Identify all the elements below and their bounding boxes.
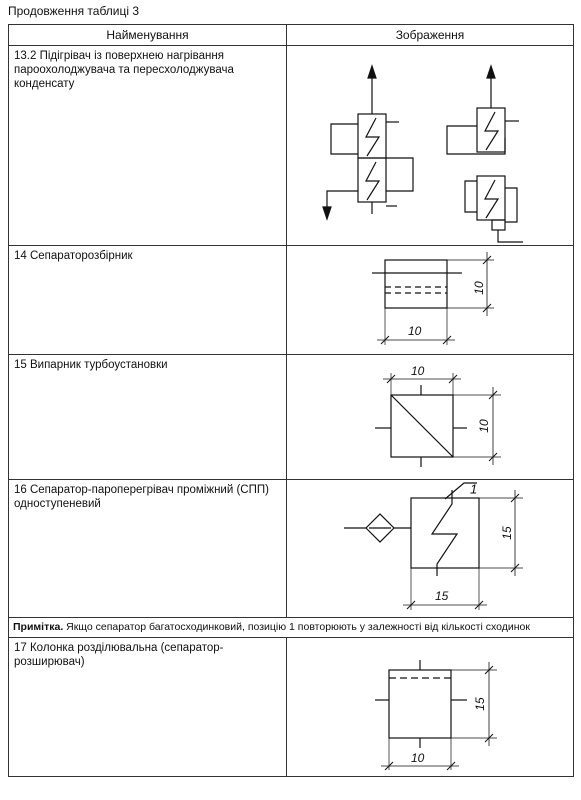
note-label: Примітка. [13,621,64,633]
evaporator-diagram: 10 10 [375,364,501,467]
row-image-cell: 10 15 [286,637,574,777]
separator-superheater-diagram: 1 15 15 [344,482,523,610]
symbols-table: Найменування Зображення 13.2 Підігрівач … [8,24,574,777]
header-name: Найменування [8,24,287,46]
callout-label: 1 [470,482,477,497]
row-name: 17 Колонка розділювальна (сепаратор-розш… [14,642,224,668]
row-name-cell: 15 Випарник турбоустановки [8,354,287,480]
header-image: Зображення [286,24,574,46]
separator-collector-diagram: 10 10 [372,252,494,345]
dim-width-label: 10 [408,324,422,338]
row-name: 15 Випарник турбоустановки [14,359,168,371]
table-row-note: Примітка. Якщо сепаратор багатосходинков… [8,617,574,638]
row-name-cell: 14 Сепараторозбірник [8,245,287,355]
table-caption: Продовження таблиці 3 [8,4,140,18]
dim-width-label: 10 [411,364,425,378]
table-row: 14 Сепараторозбірник [8,245,574,355]
heater-two-stage-diagram [322,64,523,243]
dim-height-label: 15 [500,526,514,540]
dim-width-label: 10 [411,751,425,765]
separating-column-diagram: 10 15 [375,660,497,771]
table-row: 15 Випарник турбоустановки [8,354,574,480]
table-row: 17 Колонка розділювальна (сепаратор-розш… [8,637,574,777]
row-image-cell: 1 15 15 [286,479,574,618]
row-name-cell: 17 Колонка розділювальна (сепаратор-розш… [8,637,287,777]
row-name: 13.2 Підігрівач із поверхнею нагрівання … [14,50,234,90]
dim-height-label: 10 [472,281,486,295]
table-row: 13.2 Підігрівач із поверхнею нагрівання … [8,45,574,246]
dim-height-label: 10 [477,419,491,433]
dim-height-label: 15 [473,697,487,711]
row-name: 14 Сепараторозбірник [14,250,133,262]
dim-width-label: 15 [435,589,449,603]
row-name-cell: 13.2 Підігрівач із поверхнею нагрівання … [8,45,287,246]
row-image-cell: 10 10 [286,354,574,480]
row-image-cell: 10 10 [286,245,574,355]
note-cell: Примітка. Якщо сепаратор багатосходинков… [8,617,574,638]
row-name-cell: 16 Сепаратор-пароперегрівач проміжний (С… [8,479,287,618]
row-name: 16 Сепаратор-пароперегрівач проміжний (С… [14,484,269,510]
note-body: Якщо сепаратор багатосходинковий, позиці… [63,621,530,633]
row-image-cell [286,45,574,246]
note-text: Примітка. Якщо сепаратор багатосходинков… [9,618,573,636]
table-header-row: Найменування Зображення [8,24,574,46]
table-row: 16 Сепаратор-пароперегрівач проміжний (С… [8,479,574,618]
